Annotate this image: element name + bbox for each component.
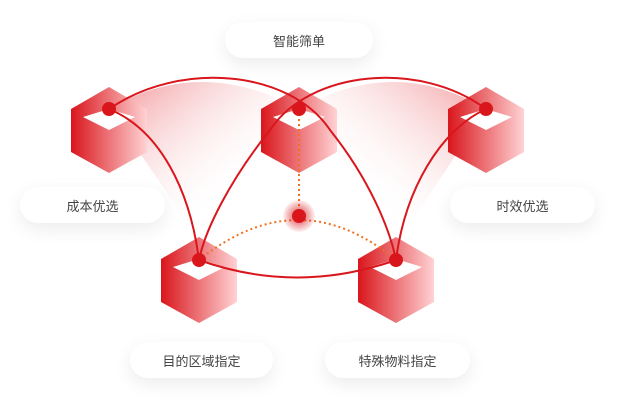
label-destination-region: 目的区域指定 [130, 342, 273, 378]
node-cost [102, 102, 116, 116]
arc-cost-destination [108, 108, 200, 261]
shade-right [299, 82, 486, 240]
label-time-priority: 时效优选 [450, 187, 595, 223]
cube-destination [161, 237, 237, 323]
label-special-material: 特殊物料指定 [325, 342, 470, 378]
arc-cost-special [108, 76, 397, 261]
center-node [292, 209, 306, 223]
label-cost-priority: 成本优选 [20, 187, 165, 223]
dotted-arc [198, 219, 397, 261]
arc-time-destination [198, 76, 487, 261]
label-smart-filter: 智能筛单 [225, 22, 373, 58]
node-smart [292, 102, 306, 116]
arc-time-special [395, 108, 487, 261]
shade-left [109, 82, 299, 240]
arc-bottom [198, 259, 397, 279]
cube-special [358, 237, 434, 323]
node-special [389, 253, 403, 267]
node-time [479, 102, 493, 116]
node-destination [192, 253, 206, 267]
